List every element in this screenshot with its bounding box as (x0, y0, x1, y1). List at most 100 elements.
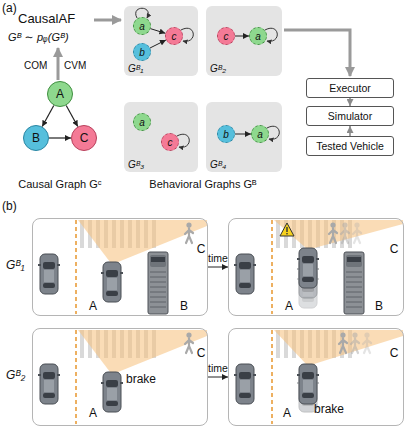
process-box: Tested Vehicle (306, 136, 394, 156)
parked-car (234, 254, 256, 294)
agent-label: A (89, 299, 97, 313)
node-letter: a (255, 31, 261, 42)
graph-node: c (217, 27, 235, 45)
graph-node: b (217, 125, 235, 143)
warning-sign (280, 223, 294, 236)
stop-line (75, 330, 77, 424)
agent-label: B (180, 299, 188, 313)
scenario-panel: CAB (228, 218, 404, 316)
pedestrian (185, 332, 193, 353)
figure-label: CVM (64, 60, 86, 71)
stop-line (271, 220, 273, 314)
car-trail (297, 258, 319, 298)
node-letter: c (224, 31, 229, 42)
crosswalk (276, 330, 352, 358)
agent-label: B (375, 299, 383, 313)
sensor-cone (274, 330, 403, 364)
graph-label: Gᴮ₄ (210, 159, 226, 170)
agent-label: brake (314, 402, 344, 416)
box-label: Executor (329, 82, 370, 94)
behavioral-graph-box: Gᴮ₄ b a (206, 102, 282, 172)
scenario-panel: CbrakeA (32, 328, 208, 426)
graph-node: a (251, 125, 269, 143)
pedestrian-trail (341, 222, 349, 243)
graph-node: a (133, 17, 151, 35)
graph-node: c (165, 27, 183, 45)
node-letter: A (56, 87, 64, 101)
causal-node: A (47, 81, 73, 107)
sensor-cone (78, 330, 207, 372)
graph-node: a (249, 27, 267, 45)
node-letter: B (32, 131, 40, 145)
agent-label: A (283, 406, 291, 420)
graph-node: b (133, 43, 151, 61)
figure-label: (b) (2, 200, 17, 213)
car-trail (297, 268, 319, 308)
graph-label: Gᴮ₁ (128, 63, 143, 74)
connector-arrow (208, 267, 228, 268)
scenario-panel: C A B (32, 218, 208, 316)
edge-label: time (208, 362, 228, 374)
connector-arrow (42, 105, 54, 126)
ego-car (101, 262, 123, 302)
causal-node: C (71, 125, 97, 151)
ego-car (297, 364, 319, 404)
scene-1-before (38, 220, 207, 314)
connector-arrow (208, 377, 228, 378)
ego-car (297, 248, 319, 288)
graph-label: Gᴮ₂ (210, 63, 226, 74)
crosswalk (276, 220, 352, 248)
parked-car (38, 254, 60, 294)
parked-car (234, 364, 256, 404)
process-box: Simulator (306, 106, 394, 126)
node-letter: a (139, 117, 145, 128)
figure-label: CausalAF (18, 12, 75, 26)
box-label: Tested Vehicle (316, 140, 384, 152)
pedestrian-trail (363, 332, 371, 353)
box-label: Simulator (328, 110, 372, 122)
process-box: Executor (306, 78, 394, 98)
behavioral-graph-box: Gᴮ₃ac (124, 102, 198, 172)
flow-arrow (57, 48, 60, 80)
pedestrian (339, 332, 347, 353)
agent-label: brake (126, 372, 156, 386)
figure-label: COM (24, 60, 47, 71)
ego-car (101, 372, 123, 412)
stop-line (271, 330, 273, 424)
agent-label: C (390, 346, 399, 360)
connector-arrow (49, 137, 71, 138)
flow-arrow (94, 19, 121, 22)
connector-arrow (349, 126, 351, 136)
node-letter: a (139, 21, 145, 32)
pedestrian (329, 222, 337, 243)
figure-label: Behavioral Graphs Gᴮ (149, 178, 256, 190)
figure-label: Gᴮ₂ (6, 369, 25, 382)
crosswalk (80, 220, 156, 248)
node-letter: b (223, 129, 229, 140)
connector-arrow (66, 105, 78, 126)
agent-label: A (89, 406, 97, 420)
agent-label: C (197, 346, 206, 360)
scenario-panel: C Abrake (228, 328, 404, 426)
causal-node: B (23, 125, 49, 151)
pedestrian-trail (353, 222, 361, 243)
flow-arrow (284, 30, 350, 76)
node-letter: c (172, 31, 177, 42)
behavioral-graph-box: Gᴮ₁ a c b (124, 6, 198, 76)
node-letter: b (139, 47, 145, 58)
figure-label: Causal Graph Gᶜ (18, 178, 101, 190)
scene-2-before (38, 330, 207, 424)
crosswalk (80, 330, 156, 358)
edge-label: time (208, 252, 228, 264)
behavioral-graph-box: Gᴮ₂ c a (206, 6, 282, 76)
node-letter: C (80, 131, 89, 145)
figure-label: (a) (2, 2, 17, 15)
agent-label: C (197, 242, 206, 256)
parked-car (38, 364, 60, 404)
graph-label: Gᴮ₃ (128, 159, 144, 170)
scene-2-after (234, 330, 403, 424)
stop-line (75, 220, 77, 314)
pedestrian-trail (351, 332, 359, 353)
truck (148, 252, 168, 314)
